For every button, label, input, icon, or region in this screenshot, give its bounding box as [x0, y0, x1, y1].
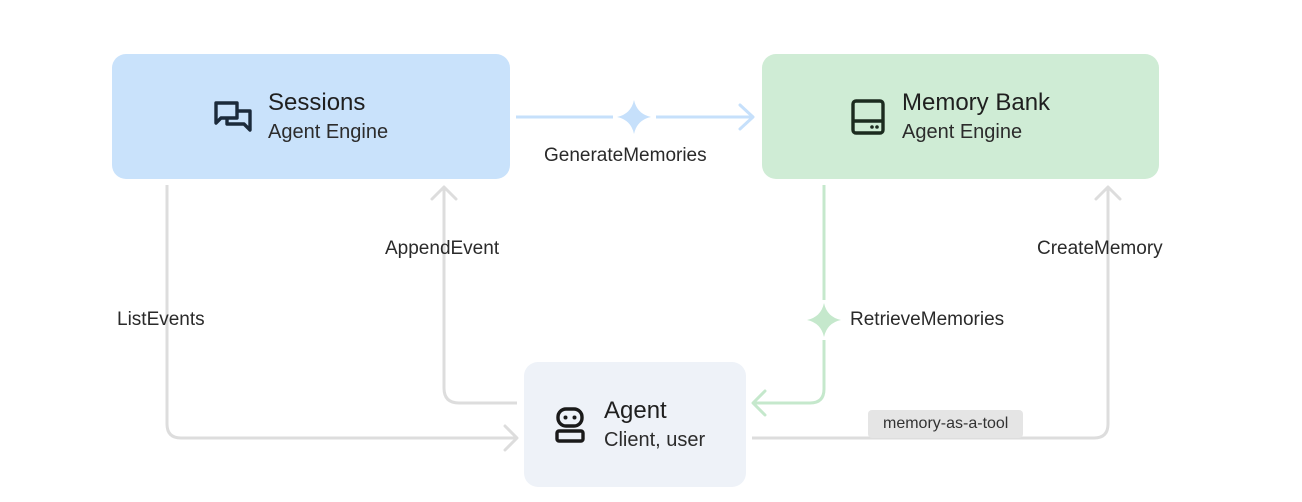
- retrieve-memories-label: RetrieveMemories: [850, 309, 1005, 330]
- sparkle-icon: [617, 100, 651, 134]
- agent-node: Agent Client, user: [524, 362, 746, 487]
- agent-title: Agent: [604, 396, 667, 424]
- memory-bank-title: Memory Bank: [902, 88, 1051, 116]
- create-memory-label: CreateMemory: [1037, 238, 1163, 259]
- chat-bubbles-icon: [210, 99, 256, 135]
- append-event-connector: [430, 185, 517, 405]
- memory-bank-subtitle: Agent Engine: [902, 120, 1023, 143]
- sessions-title: Sessions: [268, 88, 366, 116]
- create-memory-connector: [752, 185, 1122, 440]
- generate-memories-label: GenerateMemories: [544, 145, 707, 166]
- generate-memories-connector: [516, 100, 755, 134]
- agent-subtitle: Client, user: [604, 428, 706, 451]
- storage-drive-icon: [846, 98, 890, 136]
- retrieve-memories-connector: [751, 185, 841, 417]
- sessions-subtitle: Agent Engine: [268, 120, 389, 143]
- robot-icon: [548, 406, 592, 444]
- list-events-label: ListEvents: [117, 309, 205, 330]
- append-event-label: AppendEvent: [385, 238, 500, 259]
- memory-bank-node: Memory Bank Agent Engine: [762, 54, 1159, 179]
- list-events-connector: [165, 185, 519, 452]
- memory-as-a-tool-tag: memory-as-a-tool: [868, 410, 1024, 438]
- sessions-node: Sessions Agent Engine: [112, 54, 510, 179]
- sparkle-icon: [807, 303, 841, 337]
